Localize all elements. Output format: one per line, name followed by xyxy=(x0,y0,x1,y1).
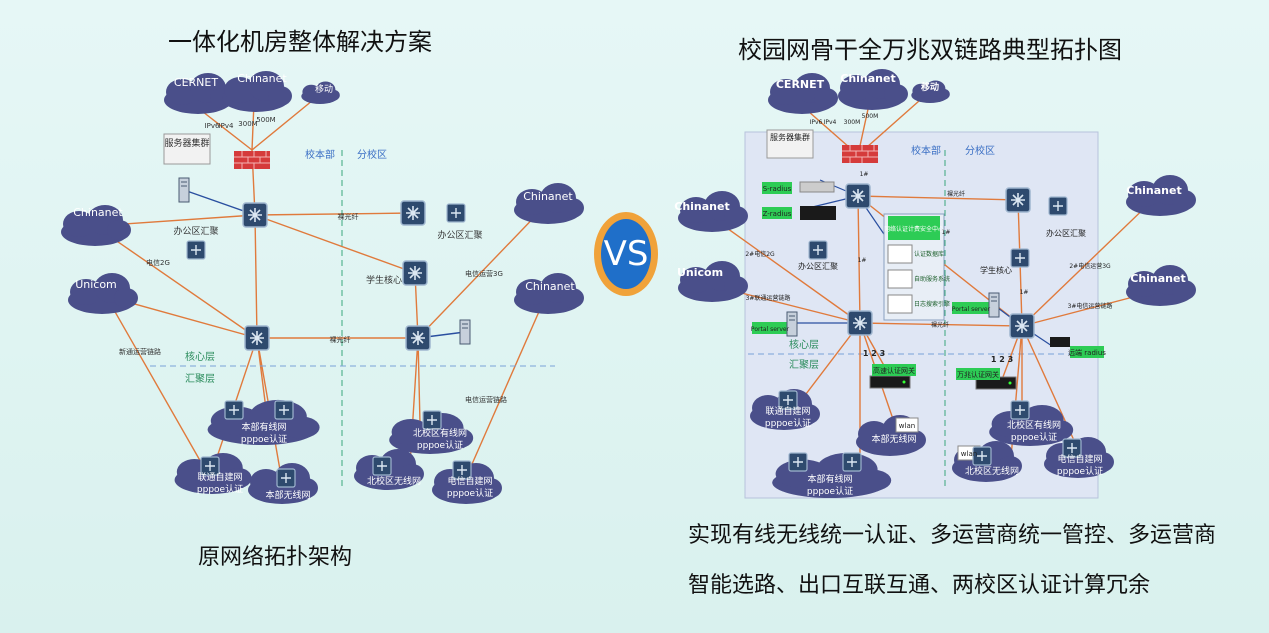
left-server-cluster-label: 服务器集群 xyxy=(164,137,209,149)
right-wlan-branch: wlan xyxy=(961,450,977,458)
left-campus-main-label: 校本部 xyxy=(305,148,335,161)
left-agg-layer-label: 汇聚层 xyxy=(185,372,215,385)
right-n1b: 1# xyxy=(858,257,867,264)
right-telecom-self-label: 电信自建网 xyxy=(1057,453,1102,465)
right-chinanet-right2-label: Chinanet xyxy=(1130,272,1185,285)
right-link-ipv6: IPv6 xyxy=(810,119,823,126)
left-campus-branch-label: 分校区 xyxy=(357,148,387,161)
right-log-audit: 日志搜索引擎 xyxy=(914,300,950,308)
right-link-500m: 500M xyxy=(862,113,879,120)
right-link-300m: 300M xyxy=(844,119,861,126)
right-portal-right: Portal server xyxy=(952,306,991,313)
right-mobile-label: 移动 xyxy=(921,81,939,93)
right-n1d: 1# xyxy=(1020,289,1029,296)
left-chinanet-top-label: Chinanet xyxy=(237,72,287,85)
right-sec-center-label: 网络认证计费安全中心 xyxy=(884,225,944,233)
right-agg-layer-label: 汇聚层 xyxy=(789,358,819,371)
left-office-agg2-label: 办公区汇聚 xyxy=(437,229,482,241)
right-wired-main-label: 本部有线网 xyxy=(807,473,852,485)
left-wired-main-label: 本部有线网 xyxy=(241,421,286,433)
right-radius-b: Z-radius xyxy=(763,210,792,218)
right-office-agg2-label: 办公区汇聚 xyxy=(1046,228,1086,238)
right-telecom-self-auth: pppoe认证 xyxy=(1057,465,1103,477)
left-link-ipv4: IPv4 xyxy=(219,122,234,130)
left-student-core-label: 学生核心 xyxy=(366,274,402,286)
left-north-wired-label: 北校区有线网 xyxy=(413,427,467,439)
right-wlan-main: wlan xyxy=(899,422,915,430)
left-wireless-main-label: 本部无线网 xyxy=(265,489,310,501)
left-cernet-label: CERNET xyxy=(174,76,218,89)
right-diagram: CERNET Chinanet 移动 Chinanet Unicom China… xyxy=(674,69,1196,499)
left-wired-main-auth: pppoe认证 xyxy=(241,433,287,445)
right-unicom-self-label: 联通自建网 xyxy=(765,405,810,417)
right-n123b: 1 2 3 xyxy=(991,355,1013,364)
left-unicom-label: Unicom xyxy=(75,278,117,291)
right-unicom-self-auth: pppoe认证 xyxy=(765,417,811,429)
right-radius-c: 远端 radius xyxy=(1068,348,1106,357)
right-link-2g: 2#电信2G xyxy=(745,250,775,258)
left-link-3g: 电信运营3G xyxy=(465,269,503,278)
right-cernet-label: CERNET xyxy=(776,78,825,91)
left-telecom-self-auth: pppoe认证 xyxy=(447,487,493,499)
right-gw-branch: 万兆认证网关 xyxy=(957,370,999,379)
left-diagram: CERNET Chinanet 移动 Chinanet Unicom China… xyxy=(61,71,584,504)
right-campus-main-label: 校本部 xyxy=(911,144,941,157)
vs-badge: VS xyxy=(594,212,658,296)
left-core-layer-label: 核心层 xyxy=(185,350,215,363)
right-caption-line2: 智能选路、出口互联互通、两校区认证计算冗余 xyxy=(688,573,1151,598)
left-link-unicom: 新通运营链路 xyxy=(119,347,161,356)
right-wired-main-auth: pppoe认证 xyxy=(807,485,853,497)
left-chinanet-left-label: Chinanet xyxy=(73,206,123,219)
right-caption-line1: 实现有线无线统一认证、多运营商统一管控、多运营商 xyxy=(688,523,1217,548)
left-link-telecom: 电信运营链路 xyxy=(465,395,507,404)
right-n1c: 1# xyxy=(942,229,951,236)
right-office-agg-label: 办公区汇聚 xyxy=(798,261,838,271)
right-radius-a: S-radius xyxy=(763,185,792,193)
right-n1a: 1# xyxy=(860,171,869,178)
right-north-wireless-label: 北校区无线网 xyxy=(965,465,1019,477)
right-unicom-label: Unicom xyxy=(677,266,723,279)
left-north-wired-auth: pppoe认证 xyxy=(417,439,463,451)
right-link-unicom: 3#联通运营链路 xyxy=(746,294,791,302)
left-chinanet-right2-label: Chinanet xyxy=(525,280,575,293)
left-link-300m: 300M xyxy=(238,120,257,128)
right-wireless-main-label: 本部无线网 xyxy=(871,433,916,445)
right-n123a: 1 2 3 xyxy=(863,349,885,358)
right-link-fiber: 裸光纤 xyxy=(947,190,965,198)
left-north-wireless-label: 北校区无线网 xyxy=(367,475,421,487)
left-unicom-self-label: 联通自建网 xyxy=(197,471,242,483)
right-link-fiber2: 裸光纤 xyxy=(931,321,949,329)
left-title: 一体化机房整体解决方案 xyxy=(168,28,432,56)
left-unicom-self-auth: pppoe认证 xyxy=(197,483,243,495)
right-link-ipv4: IPv4 xyxy=(824,119,837,126)
right-chinanet-right1-label: Chinanet xyxy=(1126,184,1181,197)
left-telecom-self-label: 电信自建网 xyxy=(447,475,492,487)
right-link-telecom: 3#电信运营链路 xyxy=(1068,302,1113,310)
right-server-cluster-label: 服务器集群 xyxy=(770,132,810,142)
right-student-core-label: 学生核心 xyxy=(980,265,1012,275)
right-chinanet-top-label: Chinanet xyxy=(840,72,895,85)
right-north-wired-label: 北校区有线网 xyxy=(1007,419,1061,431)
left-mobile-label: 移动 xyxy=(315,83,333,95)
left-chinanet-right1-label: Chinanet xyxy=(523,190,573,203)
right-self-service: 自助服务系统 xyxy=(914,275,950,283)
right-title: 校园网骨干全万兆双链路典型拓扑图 xyxy=(738,36,1122,64)
left-caption: 原网络拓扑架构 xyxy=(198,545,353,570)
left-link-ipv6: IPv6 xyxy=(205,122,220,130)
left-link-2g: 电信2G xyxy=(146,258,170,267)
right-link-3g: 2#电信运营3G xyxy=(1069,262,1111,270)
right-auth-db: 认证数据库 xyxy=(914,250,944,258)
right-north-wired-auth: pppoe认证 xyxy=(1011,431,1057,443)
right-gw-main: 高速认证网关 xyxy=(873,366,915,375)
right-campus-branch-label: 分校区 xyxy=(965,144,995,157)
left-link-500m: 500M xyxy=(256,116,275,124)
right-core-layer-label: 核心层 xyxy=(789,338,819,351)
right-chinanet-left-label: Chinanet xyxy=(674,200,729,213)
left-office-agg-label: 办公区汇聚 xyxy=(173,225,218,237)
left-link-fiber2: 裸光纤 xyxy=(330,335,351,344)
right-portal-left: Portal server xyxy=(751,326,790,333)
left-link-fiber: 裸光纤 xyxy=(338,212,359,221)
